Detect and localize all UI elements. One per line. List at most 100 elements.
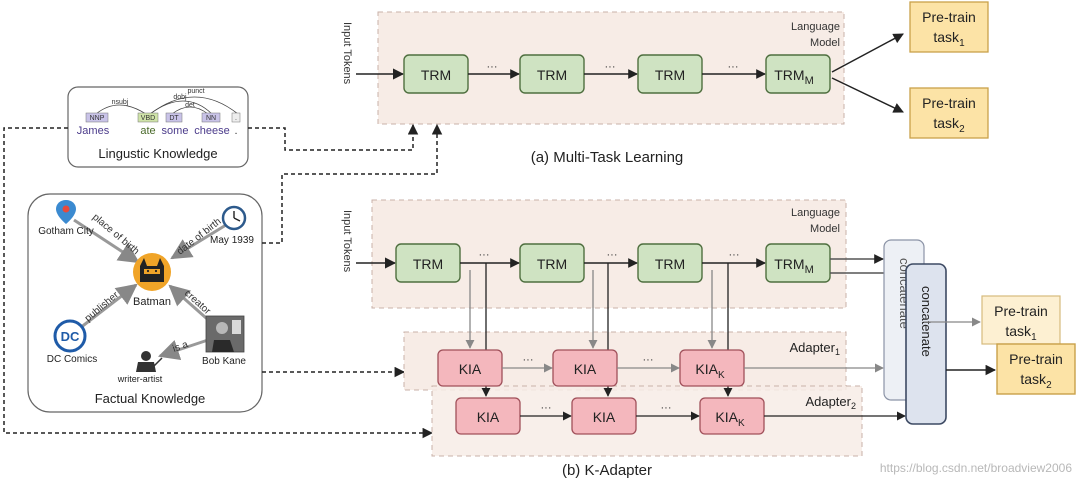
- dep-label-dobj: dobj: [173, 94, 187, 101]
- batman-icon: [133, 253, 171, 291]
- adapter1-kia-k-base: KIA: [695, 361, 718, 377]
- adapter1-kia-2[interactable]: KIA: [552, 349, 618, 387]
- adapter2-ellipsis-2: ···: [661, 402, 672, 414]
- top-task-1-line1: Pre-train: [922, 9, 976, 25]
- linguistic-knowledge-panel: nsubj dobj det punct NNP VBD DT NN . Jam…: [67, 86, 249, 168]
- top-task-1-sub: 1: [959, 38, 965, 49]
- bottom-trm-3-label: TRM: [655, 256, 685, 272]
- top-trm-m-sub: M: [805, 75, 814, 87]
- factual-title: Factual Knowledge: [95, 391, 206, 406]
- pos-tag-1: NNP: [90, 115, 105, 122]
- adapter2-label-sub: 2: [851, 401, 856, 411]
- top-trm-3-label: TRM: [655, 67, 685, 83]
- bottom-trm-m-sub: M: [805, 264, 814, 276]
- adapter1-label-base: Adapter: [789, 340, 835, 355]
- adapter1-kia-1-label: KIA: [459, 361, 482, 377]
- top-caption: (a) Multi-Task Learning: [531, 149, 684, 166]
- bottom-caption: (b) K-Adapter: [562, 462, 652, 479]
- adapter2-kia-2[interactable]: KIA: [571, 397, 637, 435]
- bottom-task-2[interactable]: Pre-train task2: [996, 343, 1076, 395]
- adapter1-kia-1[interactable]: KIA: [437, 349, 503, 387]
- bottom-trm-m-base: TRM: [774, 256, 804, 272]
- bottom-input-tokens-label: Input Tokens: [341, 210, 353, 273]
- bottom-task-2-sub: 2: [1046, 380, 1052, 391]
- top-input-tokens-label: Input Tokens: [341, 22, 353, 85]
- svg-text:TRMM: TRMM: [774, 256, 814, 276]
- adapter2-kia-k[interactable]: KIAK: [699, 397, 765, 435]
- top-task-2[interactable]: Pre-train task2: [909, 87, 989, 139]
- bottom-trm-1[interactable]: TRM: [395, 243, 461, 283]
- svg-text:task2: task2: [933, 115, 965, 135]
- pos-tag-5: .: [235, 115, 237, 122]
- adapter1-ellipsis-2: ···: [643, 354, 654, 366]
- svg-text:Adapter2: Adapter2: [805, 394, 856, 411]
- pos-tag-2: VBD: [141, 115, 155, 122]
- adapter1-kia-k-sub: K: [718, 370, 725, 381]
- bottom-language-model-label-line1: Language: [791, 207, 840, 219]
- top-language-model-label-line2: Model: [810, 37, 840, 49]
- adapter1-ellipsis-1: ···: [523, 354, 534, 366]
- bottom-task-2-base: task: [1020, 371, 1047, 387]
- pos-tag-4: NN: [206, 115, 216, 122]
- bottom-trm-m[interactable]: TRMM: [765, 243, 831, 283]
- adapter2-kia-k-sub: K: [738, 418, 745, 429]
- top-trm-3[interactable]: TRM: [637, 54, 703, 94]
- top-trm-1-label: TRM: [421, 67, 451, 83]
- map-pin-icon: [56, 200, 76, 224]
- bottom-trm-ellipsis-3: ···: [729, 249, 740, 261]
- rel-is-a: is a: [171, 339, 190, 355]
- writer-artist-icon: [136, 351, 163, 372]
- factual-to-top-lm-link: [262, 123, 443, 244]
- top-task-2-sub: 2: [959, 124, 965, 135]
- top-task-1-base: task: [933, 29, 960, 45]
- node-bob-kane: Bob Kane: [202, 356, 246, 367]
- svg-text:task1: task1: [933, 29, 965, 49]
- adapter2-ellipsis-1: ···: [541, 402, 552, 414]
- bottom-trm-3[interactable]: TRM: [637, 243, 703, 283]
- pos-tag-3: DT: [169, 115, 179, 122]
- node-gotham-city: Gotham City: [38, 226, 94, 237]
- top-trm-1[interactable]: TRM: [403, 54, 469, 94]
- node-writer-artist: writer-artist: [117, 374, 163, 384]
- bottom-trm-1-label: TRM: [413, 256, 443, 272]
- adapter2-kia-1[interactable]: KIA: [455, 397, 521, 435]
- bob-kane-photo-icon: [205, 315, 245, 353]
- top-task-1[interactable]: Pre-train task1: [909, 1, 989, 53]
- adapter1-label-sub: 1: [835, 347, 840, 357]
- factual-knowledge-panel: place of birth date of birth publisher c…: [27, 193, 263, 413]
- dep-label-nsubj: nsubj: [112, 99, 129, 106]
- linguistic-title: Lingustic Knowledge: [98, 146, 217, 161]
- adapter2-kia-2-label: KIA: [593, 409, 616, 425]
- word-5: .: [234, 125, 237, 137]
- word-3: some: [162, 125, 189, 137]
- adapter1-kia-k[interactable]: KIAK: [679, 349, 745, 387]
- bottom-trm-ellipsis-1: ···: [479, 249, 490, 261]
- concatenate-box-2[interactable]: concatenate: [905, 263, 947, 425]
- node-dc-comics: DC Comics: [47, 354, 98, 365]
- bottom-trm-ellipsis-2: ···: [607, 249, 618, 261]
- top-trm-2[interactable]: TRM: [519, 54, 585, 94]
- bottom-trm-2-label: TRM: [537, 256, 567, 272]
- watermark: https://blog.csdn.net/broadview2006: [879, 461, 1072, 475]
- top-ellipsis-2: ···: [605, 61, 616, 73]
- bottom-task-2-line1: Pre-train: [1009, 351, 1063, 367]
- adapter2-label-base: Adapter: [805, 394, 851, 409]
- bottom-task-1-base: task: [1005, 323, 1032, 339]
- word-1: James: [77, 125, 110, 137]
- bottom-language-model-label-line2: Model: [810, 223, 840, 235]
- svg-text:KIAK: KIAK: [695, 361, 725, 381]
- linguistic-to-top-lm-link: [248, 123, 419, 151]
- dep-label-punct: punct: [187, 88, 204, 95]
- node-may-1939: May 1939: [210, 235, 254, 246]
- adapter1-kia-2-label: KIA: [574, 361, 597, 377]
- bottom-task-1-sub: 1: [1031, 332, 1037, 343]
- top-trm-m[interactable]: TRMM: [765, 54, 831, 94]
- bottom-task-1[interactable]: Pre-train task1: [981, 295, 1061, 345]
- svg-text:DC: DC: [61, 329, 80, 344]
- top-trm-2-label: TRM: [537, 67, 567, 83]
- clock-icon: [221, 205, 247, 231]
- dc-comics-logo-icon: DC: [53, 319, 87, 353]
- word-2: ate: [140, 125, 155, 137]
- bottom-trm-2[interactable]: TRM: [519, 243, 585, 283]
